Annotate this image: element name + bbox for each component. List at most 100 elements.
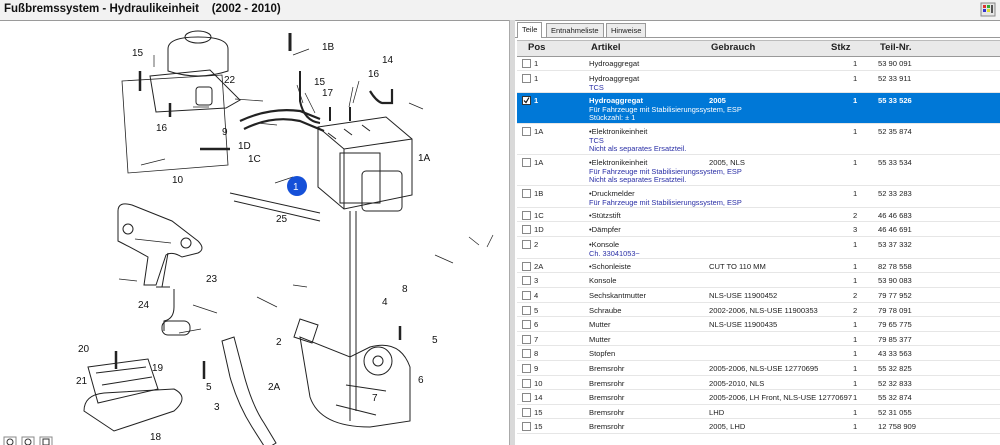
row-artikel: Konsole [589, 276, 617, 286]
row-teilnr: 79 85 377 [878, 334, 912, 344]
row-stkz: 2 [853, 290, 858, 300]
row-teilnr: 52 35 874 [878, 126, 912, 136]
row-checkbox[interactable] [522, 407, 531, 417]
svg-text:16: 16 [368, 69, 380, 80]
row-checkbox[interactable] [522, 422, 531, 432]
row-checkbox[interactable] [522, 393, 531, 403]
row-artikel: Bremsrohr [589, 378, 625, 388]
row-artikel: Hydroaggregat [589, 95, 644, 105]
fit-icon[interactable] [39, 436, 53, 445]
row-teilnr: 55 32 874 [878, 393, 912, 403]
tab-entnahmeliste[interactable]: Entnahmeliste [546, 23, 604, 37]
position-marker[interactable]: 1 [287, 176, 307, 196]
row-gebrauch: NLS-USE 11900435 [709, 320, 778, 330]
row-gebrauch: 2005, NLS [709, 157, 745, 167]
row-checkbox[interactable] [522, 157, 531, 167]
row-pos: 6 [534, 320, 539, 330]
row-teilnr: 53 90 083 [878, 276, 912, 286]
row-pos: 1 [534, 95, 539, 105]
row-checkbox[interactable] [522, 73, 531, 83]
row-teilnr: 52 33 283 [878, 188, 912, 198]
row-teilnr: 79 78 091 [878, 305, 912, 315]
row-checkbox[interactable] [522, 363, 531, 373]
settings-icon[interactable] [980, 2, 996, 17]
zoom-controls [3, 436, 53, 445]
row-artikel: •Schonleiste [589, 261, 631, 271]
row-pos: 10 [534, 378, 543, 388]
row-checkbox[interactable] [522, 225, 531, 235]
tab-hinweise[interactable]: Hinweise [606, 23, 647, 37]
row-pos: 5 [534, 305, 539, 315]
row-checkbox[interactable] [522, 334, 531, 344]
row-checkbox[interactable] [522, 261, 531, 271]
row-stkz: 1 [853, 378, 858, 388]
tab-teile[interactable]: Teile [517, 22, 543, 38]
row-artikel: Bremsrohr [589, 393, 625, 403]
exploded-diagram[interactable]: 15 22 1B 16 17 15 14 16 9 10 1D 1C 1A 25… [0, 21, 508, 445]
row-checkbox[interactable] [522, 95, 531, 105]
col-artikel[interactable]: Artikel [591, 42, 621, 53]
row-teilnr: 46 46 691 [878, 225, 912, 235]
row-checkbox[interactable] [522, 188, 531, 198]
row-teilnr: 46 46 683 [878, 210, 912, 220]
row-checkbox[interactable] [522, 59, 531, 68]
row-pos: 3 [534, 276, 539, 286]
row-artikel: Schraube [589, 305, 622, 315]
svg-text:8: 8 [402, 284, 408, 295]
row-checkbox[interactable] [522, 305, 531, 315]
row-pos: 1D [534, 225, 544, 235]
parts-panel: Teile Entnahmeliste Hinweise Pos Artikel… [515, 21, 1000, 445]
row-checkbox[interactable] [522, 210, 531, 220]
col-teilnr[interactable]: Teil-Nr. [880, 42, 912, 53]
col-gebrauch[interactable]: Gebrauch [711, 42, 756, 53]
row-checkbox[interactable] [522, 126, 531, 136]
row-note: Für Fahrzeuge mit Stabilisierungssystem,… [589, 166, 742, 176]
row-gebrauch: 2005 [709, 95, 726, 105]
row-pos: 14 [534, 393, 543, 403]
zoom-in-icon[interactable] [3, 436, 17, 445]
row-pos: 1A [534, 157, 544, 167]
row-pos: 1C [534, 210, 544, 220]
row-checkbox[interactable] [522, 239, 531, 249]
row-checkbox[interactable] [522, 276, 531, 286]
row-artikel: Bremsrohr [589, 422, 625, 432]
svg-text:2: 2 [276, 337, 282, 348]
row-pos: 4 [534, 290, 539, 300]
row-teilnr: 52 33 911 [878, 73, 912, 83]
row-checkbox[interactable] [522, 320, 531, 330]
svg-text:1: 1 [293, 182, 299, 193]
svg-text:22: 22 [224, 75, 236, 86]
row-stkz: 1 [853, 407, 858, 417]
row-checkbox[interactable] [522, 378, 531, 388]
row-checkbox[interactable] [522, 290, 531, 300]
col-stkz[interactable]: Stkz [831, 42, 851, 53]
zoom-out-icon[interactable] [21, 436, 35, 445]
row-stkz: 2 [853, 210, 858, 220]
row-pos: 9 [534, 363, 539, 373]
col-pos[interactable]: Pos [528, 42, 546, 53]
row-checkbox[interactable] [522, 349, 531, 359]
row-pos: 1A [534, 126, 544, 136]
